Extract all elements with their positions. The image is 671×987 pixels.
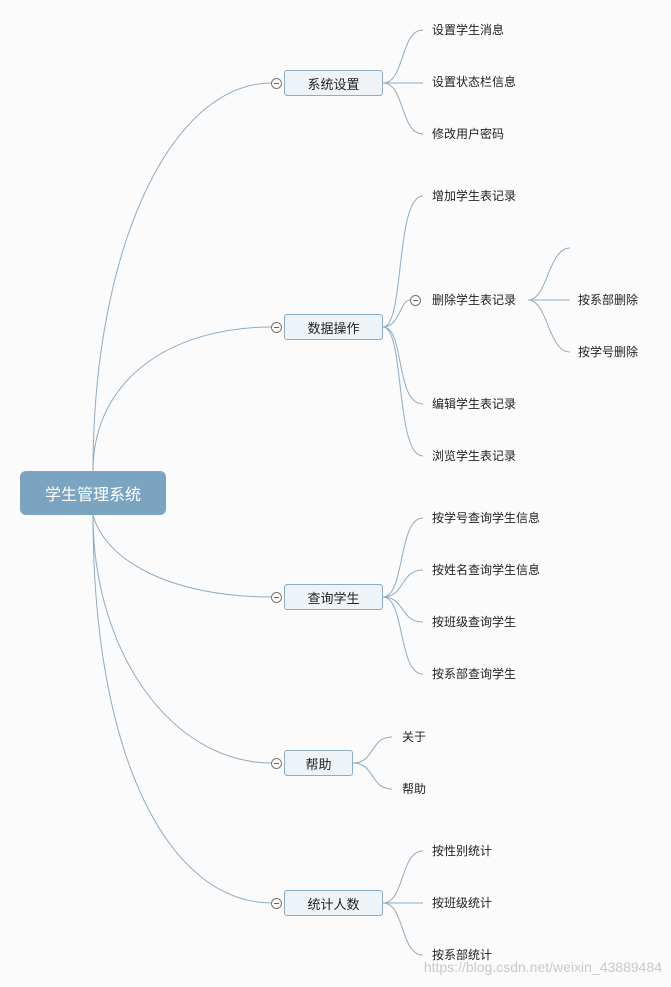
link-root-data <box>92 326 273 472</box>
root-node[interactable]: 学生管理系统 <box>20 471 166 515</box>
leaf-node[interactable]: 编辑学生表记录 <box>432 397 517 411</box>
leaf-node[interactable]: 设置状态栏信息 <box>432 75 517 89</box>
leaf-node[interactable]: 帮助 <box>402 782 427 796</box>
link-root-stats <box>92 514 273 904</box>
leaf-node[interactable]: 按学号删除 <box>578 345 639 359</box>
minus-circle-icon[interactable] <box>271 758 282 769</box>
leaf-node[interactable]: 按系部统计 <box>432 948 493 962</box>
leaf-node[interactable]: 设置学生消息 <box>432 23 505 37</box>
leaf-node[interactable]: 按系部查询学生 <box>432 667 517 681</box>
branch-help[interactable]: 帮助 <box>284 750 353 776</box>
branch-query-students[interactable]: 查询学生 <box>284 584 383 610</box>
minus-circle-icon[interactable] <box>410 295 421 306</box>
branch-system-settings[interactable]: 系统设置 <box>284 70 383 96</box>
watermark: https://blog.csdn.net/weixin_43889484 <box>423 959 662 975</box>
minus-circle-icon[interactable] <box>271 898 282 909</box>
leaf-node[interactable]: 按性别统计 <box>432 844 493 858</box>
leaf-node[interactable]: 浏览学生表记录 <box>432 449 517 463</box>
minus-circle-icon[interactable] <box>271 322 282 333</box>
link-root-help <box>92 514 273 764</box>
minus-circle-icon[interactable] <box>271 78 282 89</box>
leaf-node[interactable]: 删除学生表记录 <box>432 293 517 307</box>
leaf-node[interactable]: 按班级查询学生 <box>432 615 517 629</box>
branch-data-operations[interactable]: 数据操作 <box>284 314 383 340</box>
branch-statistics[interactable]: 统计人数 <box>284 890 383 916</box>
link-root-system <box>92 82 273 472</box>
minus-circle-icon[interactable] <box>271 592 282 603</box>
leaf-node[interactable]: 按姓名查询学生信息 <box>432 563 541 577</box>
leaf-node[interactable]: 关于 <box>402 730 427 744</box>
leaf-node[interactable]: 按班级统计 <box>432 896 493 910</box>
link-root-query <box>92 514 273 598</box>
leaf-node[interactable]: 按学号查询学生信息 <box>432 511 541 525</box>
leaf-node[interactable]: 修改用户密码 <box>432 127 505 141</box>
leaf-node[interactable]: 按系部删除 <box>578 293 639 307</box>
leaf-node[interactable]: 增加学生表记录 <box>432 189 517 203</box>
